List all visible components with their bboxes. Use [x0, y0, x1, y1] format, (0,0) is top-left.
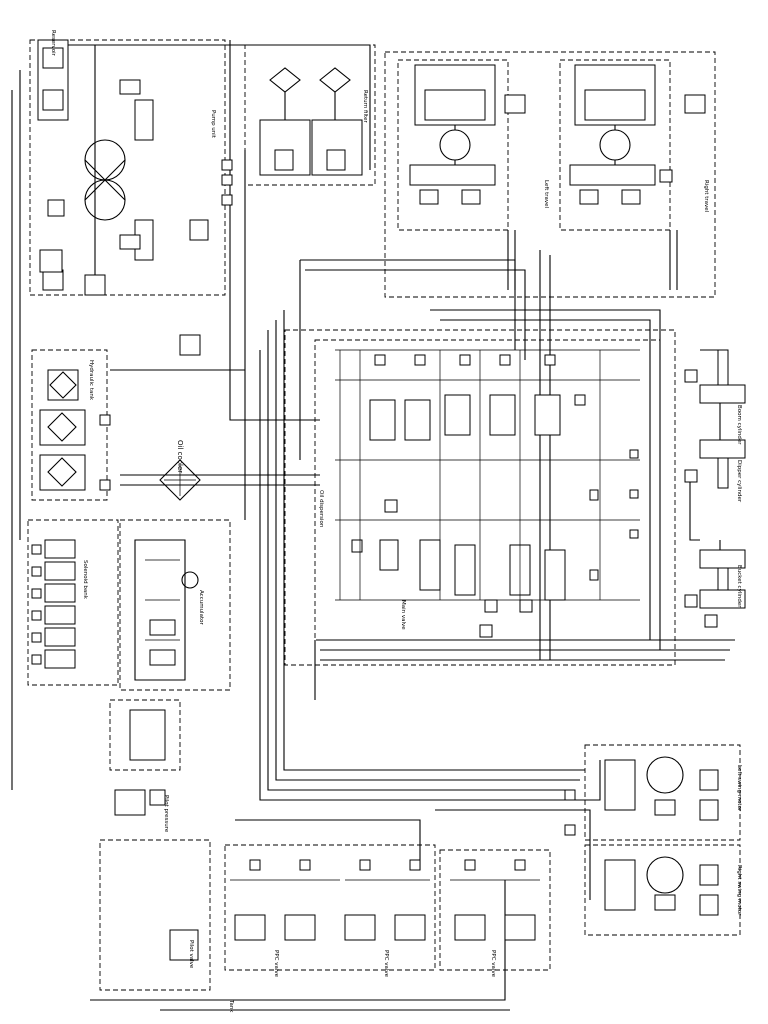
label-swing-motor-right: Right swing motor: [736, 865, 742, 916]
label-pilot-pressure: Pilot pressure: [163, 795, 169, 833]
label-return-filter: Return filter: [362, 90, 368, 124]
label-swing-motor-left: Left swing motor: [736, 765, 742, 812]
hydraulic-cylinders: [684, 349, 746, 628]
swing-motors: [564, 756, 719, 916]
label-oil-cooler: Oil cooler: [176, 440, 184, 473]
label-boom-cylinder: Boom cylinder: [736, 405, 742, 445]
label-oil-dispersion: Oil dispersion: [318, 490, 324, 528]
pipework: [11, 40, 735, 1011]
label-ppc-valve-1: PPC valve: [273, 950, 279, 978]
label-left-travel: Left travel: [543, 180, 549, 209]
label-main-valve: Main valve: [400, 600, 406, 630]
main-control-valve: [335, 349, 640, 638]
label-ppc-valve-2: PPC valve: [383, 950, 389, 978]
ppc-valves: [169, 859, 540, 961]
solenoid-bank: [31, 539, 76, 669]
return-filters: [221, 67, 363, 206]
label-accumulator: Accumulator: [198, 590, 204, 625]
label-hydraulic-tank: Hydraulic tank: [88, 360, 94, 401]
label-reservoir: Reservoir: [50, 30, 56, 57]
label-ppc-valve-3: PPC valve: [490, 950, 496, 978]
pump-unit: [37, 39, 209, 356]
label-solenoid-bank: Solenoid bank: [82, 560, 88, 600]
accumulator-manifold: [114, 539, 199, 816]
label-right-travel: Right travel: [703, 180, 709, 213]
label-pilot-valve: Pilot valve: [188, 940, 194, 969]
filter-cooler-group: [39, 249, 201, 501]
label-dipper-cylinder: Dipper cylinder: [736, 460, 742, 503]
label-pump-unit: Pump unit: [210, 110, 216, 139]
diagram-labels: Oil cooler Boom cylinder Dipper cylinder…: [50, 30, 742, 1013]
travel-motors: [409, 64, 706, 290]
label-tank: Tank: [228, 999, 234, 1013]
label-bucket-cylinder: Bucket cylinder: [736, 565, 742, 608]
